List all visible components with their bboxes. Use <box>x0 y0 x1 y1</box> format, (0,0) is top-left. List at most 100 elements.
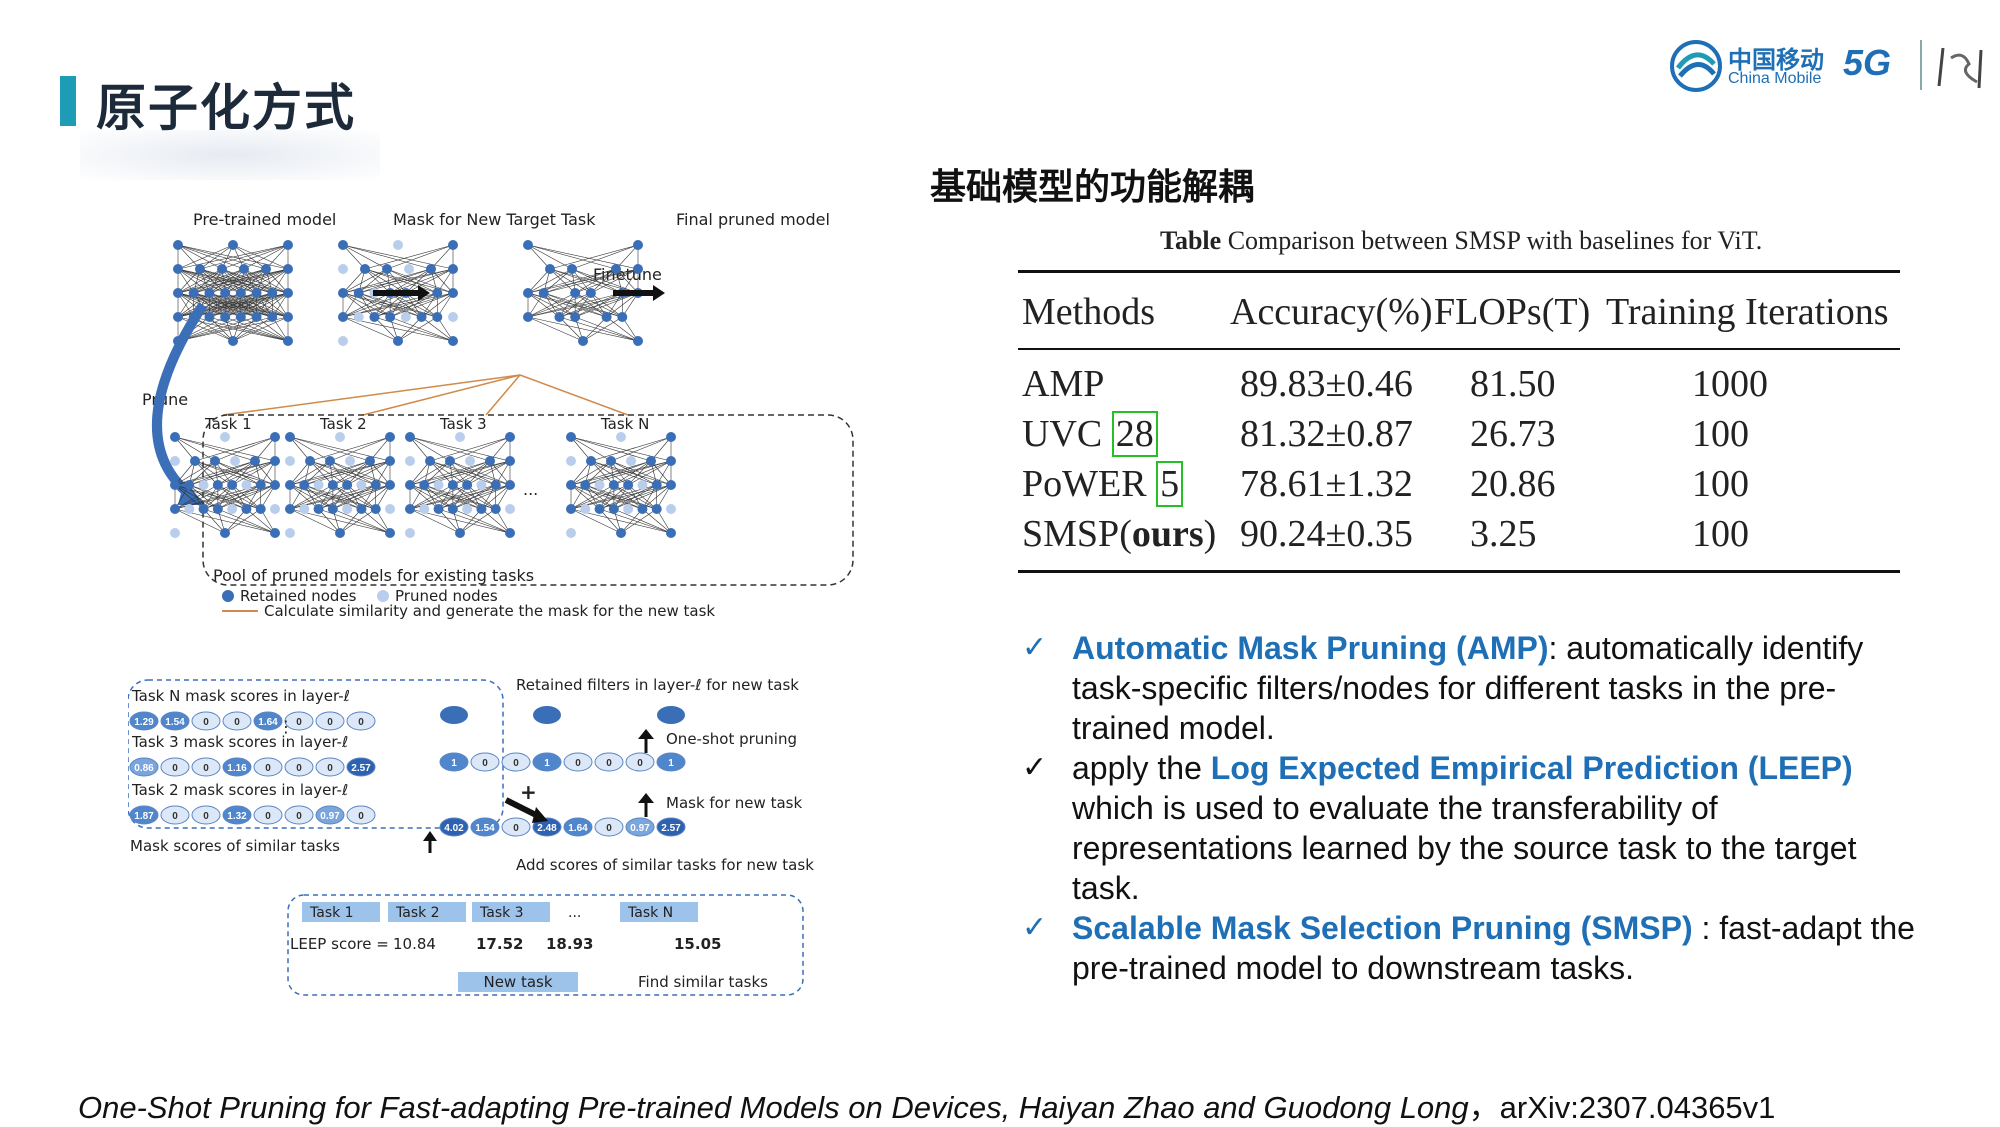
score-value: 2.57 <box>661 823 681 834</box>
leep-task-label: ... <box>568 905 581 921</box>
retained-node <box>198 504 209 514</box>
retained-node <box>566 432 576 442</box>
retained-node <box>251 312 262 322</box>
retained-node <box>485 456 495 466</box>
retained-filter-node <box>533 706 561 724</box>
pruned-node <box>299 504 310 514</box>
citation-link[interactable]: 5 <box>1156 461 1184 507</box>
retained-node <box>455 528 465 538</box>
retained-node <box>432 288 443 298</box>
retained-node <box>335 528 345 538</box>
new-task-label: New task <box>483 973 552 991</box>
retained-node <box>261 264 271 274</box>
score-chip <box>284 757 314 777</box>
citation-link[interactable]: 28 <box>1111 411 1158 457</box>
retained-node <box>523 288 533 298</box>
retained-node <box>611 264 621 274</box>
score-chip <box>501 817 531 837</box>
pruned-node <box>566 456 576 466</box>
network-diagram <box>173 240 293 346</box>
leep-task-label: Task N <box>627 905 673 921</box>
retained-node <box>623 480 634 490</box>
pruned-node <box>462 504 473 514</box>
retained-node <box>616 528 626 538</box>
mask-block-label: Task 2 mask scores in layer-ℓ <box>131 781 348 799</box>
china-mobile-logo-icon <box>1670 40 1722 92</box>
cell-method: PoWER 5 <box>1022 461 1184 507</box>
retained-node <box>490 480 501 490</box>
score-chip <box>470 752 500 772</box>
network-diagram <box>566 432 676 538</box>
task-label: Task N <box>600 415 649 433</box>
score-value: 0 <box>358 717 364 728</box>
calligraphy-logo-icon <box>1937 47 1983 89</box>
score-chip <box>625 752 655 772</box>
retained-node <box>267 312 278 322</box>
mask-similar-label: Mask scores of similar tasks <box>130 837 340 855</box>
task-label: Task 1 <box>204 415 252 433</box>
score-chip <box>129 757 159 777</box>
retained-node <box>227 480 238 490</box>
bullet-amp-highlight: Automatic Mask Pruning (AMP) <box>1072 630 1549 666</box>
retained-node <box>327 480 338 490</box>
page-title: 原子化方式 <box>96 80 356 136</box>
score-value: 4.02 <box>444 823 464 834</box>
pool-box <box>202 414 854 586</box>
cell-accuracy: 89.83±0.46 <box>1240 363 1413 405</box>
score-value: 0 <box>327 763 333 774</box>
retained-node <box>195 264 205 274</box>
score-value: 1.32 <box>227 811 247 822</box>
label-pretrained: Pre-trained model <box>193 210 336 229</box>
cell-flops: 3.25 <box>1470 513 1537 555</box>
retained-node <box>448 264 458 274</box>
retained-node <box>173 240 183 250</box>
retained-node <box>385 312 396 322</box>
retained-node <box>505 456 515 466</box>
retained-node <box>220 528 230 538</box>
table-top-rule <box>1018 270 1900 273</box>
table-caption-bold: Table <box>1160 226 1222 255</box>
pruned-node <box>227 504 238 514</box>
retained-node <box>173 288 183 298</box>
table-caption: Table Comparison between SMSP with basel… <box>1160 226 1762 256</box>
score-value: 1 <box>451 758 457 769</box>
score-chip <box>625 817 655 837</box>
score-value: 1.64 <box>568 823 588 834</box>
retained-node <box>173 312 183 322</box>
pruned-node <box>198 480 209 490</box>
pruned-node <box>616 432 626 442</box>
retained-node <box>338 240 348 250</box>
pruned-node <box>170 456 180 466</box>
pruned-node <box>505 504 515 514</box>
cell-flops: 20.86 <box>1470 463 1556 505</box>
pruned-node <box>448 312 458 322</box>
leep-value: 15.05 <box>674 935 721 953</box>
cell-iters: 100 <box>1692 413 1749 455</box>
score-chip <box>191 711 221 731</box>
score-value: 0 <box>358 811 364 822</box>
mask-block-label: Task N mask scores in layer-ℓ <box>131 687 350 705</box>
label-prune: Prune <box>142 390 188 409</box>
retained-node <box>447 480 458 490</box>
score-chip <box>439 752 469 772</box>
bullet-leep-pre: apply the <box>1072 750 1211 786</box>
logo-5g-text: 5G <box>1843 42 1892 83</box>
retained-node <box>188 288 199 298</box>
score-value: 2.57 <box>351 763 371 774</box>
score-value: 1.16 <box>227 763 247 774</box>
retained-node <box>212 480 223 490</box>
pruned-node <box>184 504 195 514</box>
retained-node <box>490 504 501 514</box>
retained-node <box>580 480 591 490</box>
score-chip <box>253 711 283 731</box>
score-value: 0 <box>482 758 488 769</box>
retained-node <box>360 264 370 274</box>
retained-node <box>212 504 223 514</box>
retained-node <box>228 240 238 250</box>
retained-node <box>505 480 515 490</box>
leep-task-label: Task 2 <box>395 905 440 921</box>
retained-node <box>235 312 246 322</box>
